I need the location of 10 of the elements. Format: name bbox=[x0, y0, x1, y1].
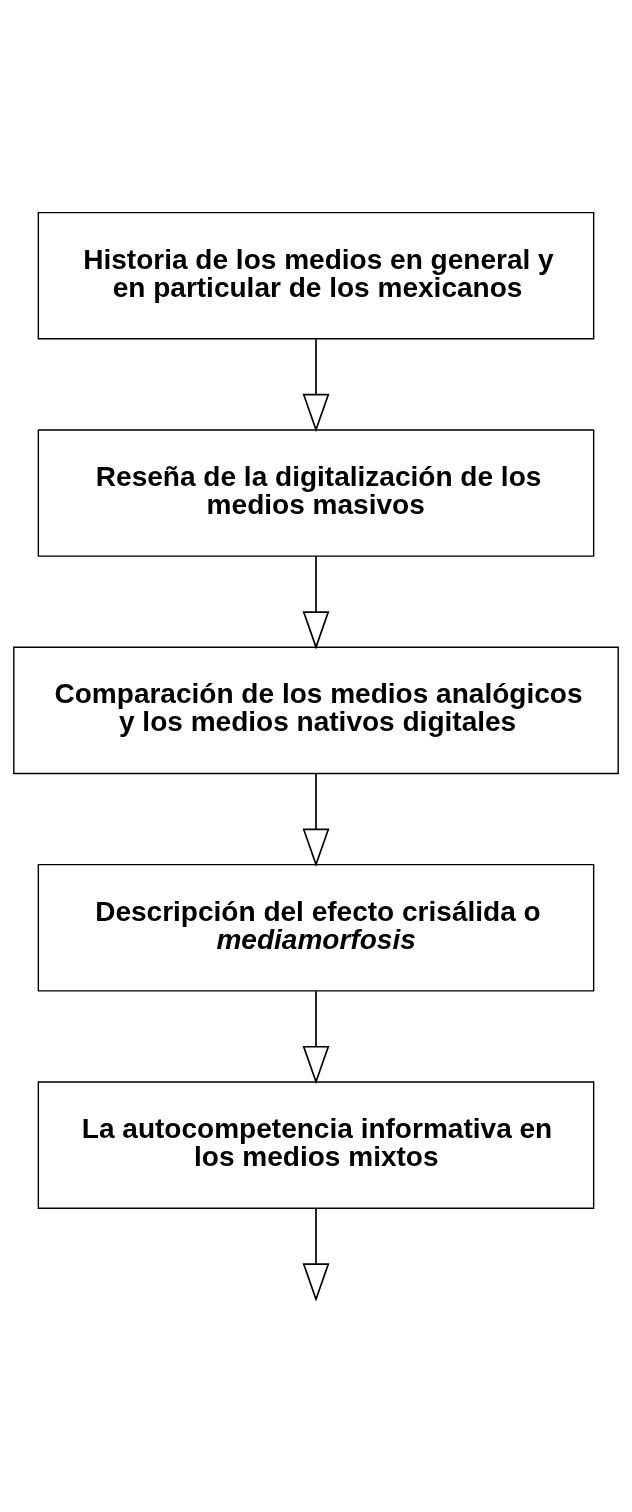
arrow bbox=[302, 989, 330, 1084]
node-box: Comparación de los medios analógicos y los medios nativos digitales bbox=[13, 646, 619, 774]
node-box: La autocompetencia informativa en los medios mixtos bbox=[37, 1080, 595, 1209]
arrow bbox=[302, 772, 330, 867]
arrow bbox=[302, 337, 330, 432]
arrow bbox=[302, 555, 330, 650]
node-box: Reseña de la digitalización de los medios masivos bbox=[37, 428, 595, 557]
node-box: Historia de los medios en general y en particular de los mexicanos bbox=[37, 211, 595, 339]
node-box: Descripción del efecto crisálida o mediamorfosis bbox=[37, 863, 595, 992]
arrow bbox=[302, 1206, 330, 1302]
